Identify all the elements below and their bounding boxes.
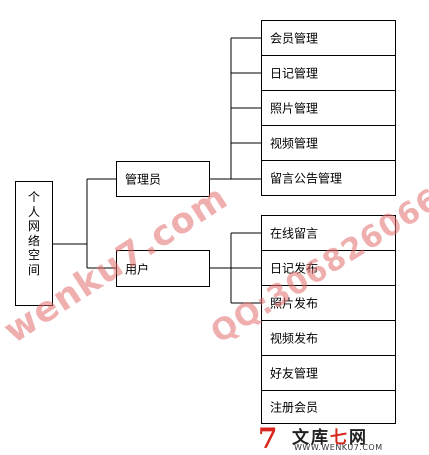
logo-mark-icon: 7	[258, 422, 278, 455]
user-item-label: 日记发布	[270, 261, 319, 276]
admin-item-label: 日记管理	[270, 66, 319, 81]
user-item-label: 好友管理	[270, 366, 319, 381]
admin-item-label: 视频管理	[270, 136, 319, 151]
admin-item-video-management: 视频管理	[261, 125, 396, 161]
user-item-online-message: 在线留言	[261, 215, 396, 251]
user-item-label: 注册会员	[270, 400, 319, 415]
root-node-personal-space: 个人网络空间	[15, 181, 53, 306]
user-item-label: 视频发布	[270, 331, 319, 346]
user-item-diary-publish: 日记发布	[261, 250, 396, 286]
user-item-label: 在线留言	[270, 226, 319, 241]
admin-item-label: 留言公告管理	[270, 171, 343, 186]
admin-node: 管理员	[116, 161, 210, 197]
user-node-label: 用户	[125, 262, 150, 276]
site-logo: 7 文库七网 WWW.WENKU7.COM	[256, 421, 426, 455]
user-item-member-register: 注册会员	[261, 390, 396, 424]
logo-url: WWW.WENKU7.COM	[294, 443, 383, 452]
logo-name: 文库七网	[292, 428, 368, 448]
admin-item-label: 照片管理	[270, 101, 319, 116]
admin-item-photo-management: 照片管理	[261, 90, 396, 126]
admin-node-label: 管理员	[125, 172, 162, 187]
admin-item-member-management: 会员管理	[261, 20, 396, 56]
user-item-friend-management: 好友管理	[261, 355, 396, 391]
user-item-photo-publish: 照片发布	[261, 285, 396, 321]
user-item-video-publish: 视频发布	[261, 320, 396, 356]
user-node: 用户	[116, 250, 210, 287]
admin-item-diary-management: 日记管理	[261, 55, 396, 91]
user-item-label: 照片发布	[270, 296, 319, 311]
admin-item-label: 会员管理	[270, 31, 319, 46]
root-node-label: 个人网络空间	[27, 190, 40, 277]
admin-item-message-notice-management: 留言公告管理	[261, 160, 396, 196]
